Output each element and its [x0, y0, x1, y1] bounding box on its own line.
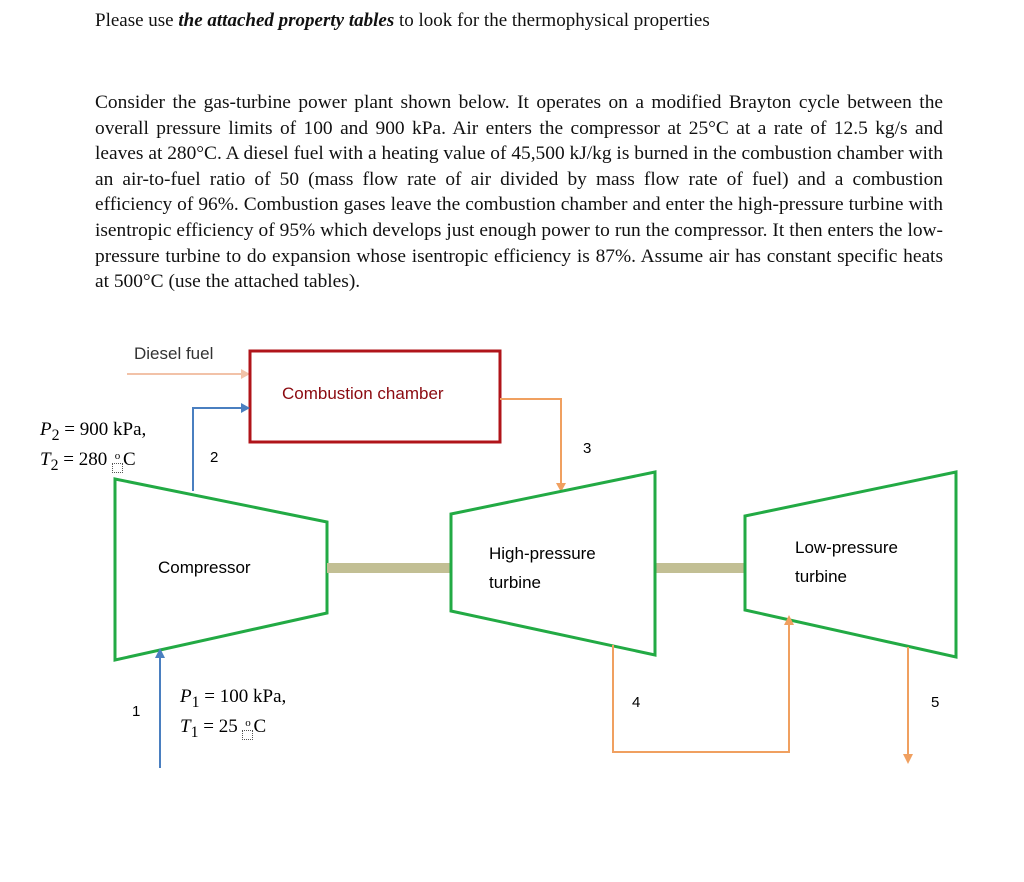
- state-4-arrow-head: [784, 615, 794, 625]
- shaft-compressor-hp: [327, 563, 451, 573]
- state-1-number: 1: [132, 703, 141, 720]
- state-2-number: 2: [210, 449, 219, 466]
- problem-statement: Consider the gas-turbine power plant sho…: [95, 92, 943, 293]
- compressor-shape: [113, 477, 329, 662]
- fuel-arrow-head: [241, 369, 250, 379]
- hp-turbine-label: High-pressure turbine: [489, 539, 596, 597]
- hp-turbine-label-line-1: High-pressure: [489, 544, 596, 563]
- state-5-arrow-head: [903, 754, 913, 764]
- state-4-flow-line: [612, 624, 790, 753]
- instruction-line: Please use the attached property tables …: [95, 10, 710, 32]
- state-1-pressure: P1 = 100 kPa,: [180, 686, 287, 711]
- state-5-number: 5: [931, 694, 940, 711]
- shaft-hp-lp: [655, 563, 745, 573]
- combustion-chamber-label: Combustion chamber: [282, 384, 444, 403]
- state-2-pressure: P2 = 900 kPa,: [40, 419, 147, 444]
- diesel-fuel-label: Diesel fuel: [134, 344, 214, 363]
- combustion-chamber-box: [248, 349, 502, 444]
- state-2-flow-line: [192, 407, 242, 491]
- compressor-label: Compressor: [158, 558, 251, 577]
- lp-turbine-label-line-1: Low-pressure: [795, 538, 898, 557]
- lp-turbine-label-line-2: turbine: [795, 567, 847, 586]
- state-1-arrow-head: [155, 648, 165, 658]
- state-4-number: 4: [632, 694, 641, 711]
- lp-turbine-shape: [743, 470, 958, 659]
- hp-turbine-label-line-2: turbine: [489, 573, 541, 592]
- instruction-emphasis: the attached property tables: [178, 10, 395, 31]
- instruction-text-after: to look for the thermophysical propertie…: [394, 10, 710, 31]
- hp-turbine-shape: [449, 470, 657, 657]
- lp-turbine-label: Low-pressure turbine: [795, 533, 898, 591]
- state-3-number: 3: [583, 440, 592, 457]
- state-3-arrow-head: [556, 483, 566, 492]
- state-2-arrow-head: [241, 403, 250, 413]
- instruction-text-before: Please use: [95, 10, 179, 31]
- state-3-flow-line: [500, 398, 562, 484]
